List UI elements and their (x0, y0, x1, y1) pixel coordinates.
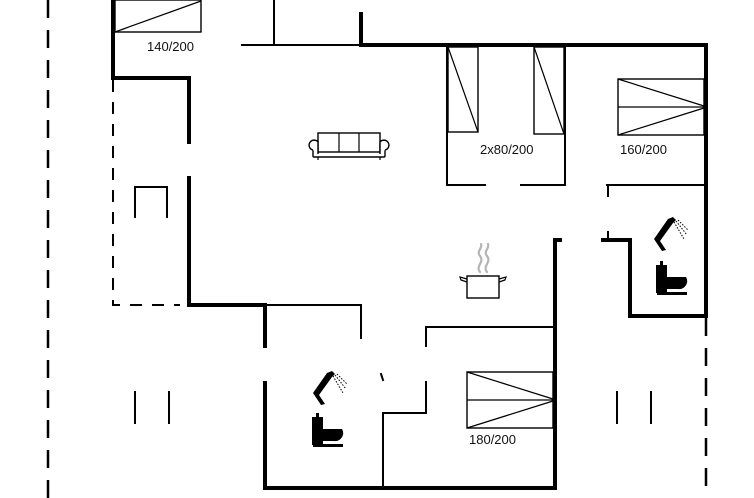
bed-label-2x80-200: 2x80/200 (480, 142, 534, 157)
cooking-pot-icon (459, 242, 507, 299)
interior-walls (134, 0, 707, 489)
bed-160-200 (617, 78, 705, 136)
terrace-boundary (46, 0, 708, 498)
sofa-icon (308, 132, 390, 160)
bed-label-180-200: 180/200 (469, 432, 516, 447)
shower-icon (654, 217, 689, 251)
bed-2x80-200 (447, 46, 565, 135)
bed-label-160-200: 160/200 (620, 142, 667, 157)
bed-label-140-200: 140/200 (147, 39, 194, 54)
bed-180-200 (466, 371, 554, 429)
toilet-icon (312, 413, 344, 447)
bed-140-200 (114, 0, 202, 33)
toilet-icon (656, 261, 688, 295)
window-marks (134, 391, 652, 424)
shower-icon (313, 371, 348, 405)
